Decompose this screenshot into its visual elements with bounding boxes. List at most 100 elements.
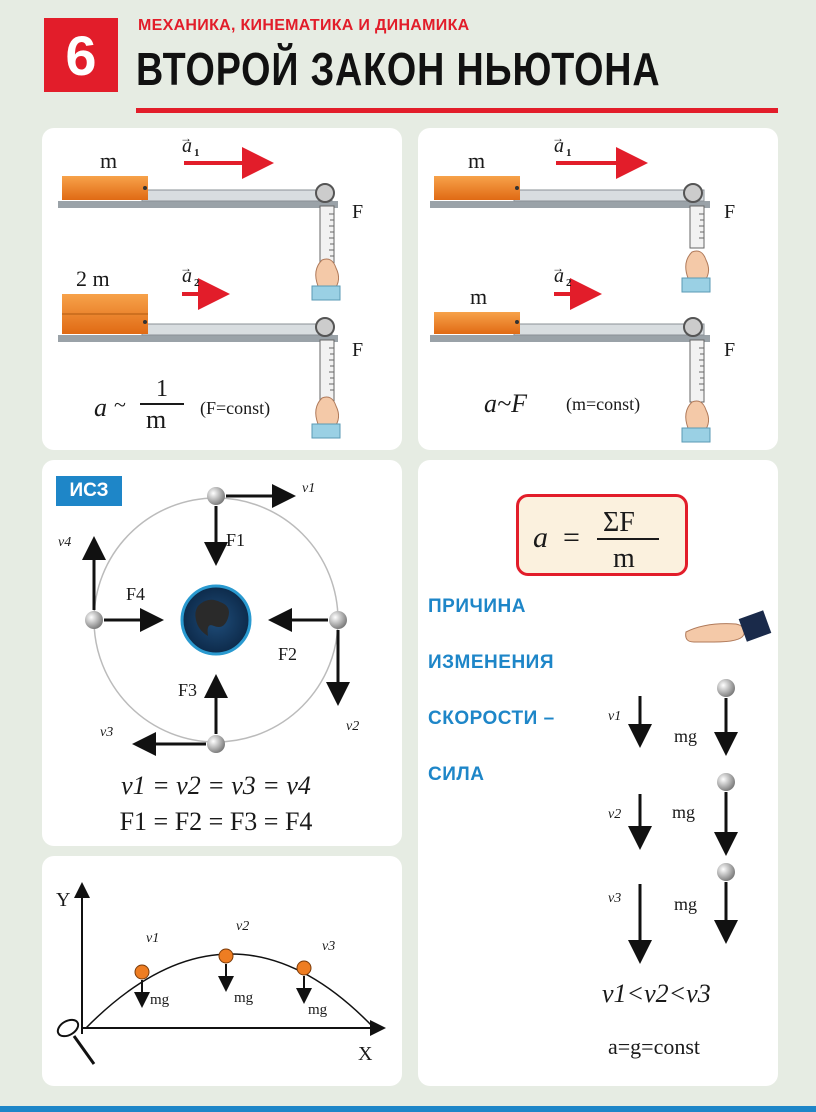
page-title: ВТОРОЙ ЗАКОН НЬЮТОНА bbox=[136, 43, 661, 95]
cause-line-4: СИЛА bbox=[428, 764, 485, 785]
cause-line-2: ИЗМЕНЕНИЯ bbox=[428, 652, 554, 673]
dynamometer-icon bbox=[689, 205, 705, 249]
accel-label-1: a bbox=[554, 135, 564, 157]
svg-text:→: → bbox=[552, 131, 564, 145]
ball-position-2 bbox=[218, 948, 234, 964]
mass-block bbox=[62, 176, 148, 200]
pulley-icon bbox=[683, 183, 703, 203]
panel-satellite: ИСЗ v1 v2 v3 v4 bbox=[42, 460, 402, 846]
accel-sub-2: 2 bbox=[194, 277, 200, 289]
cause-line-3: СКОРОСТИ – bbox=[428, 708, 555, 729]
mg-label-3: mg bbox=[674, 894, 697, 914]
pulley-icon bbox=[315, 317, 335, 337]
mg-label-3: mg bbox=[308, 1002, 328, 1018]
force-label-1: F1 bbox=[226, 530, 245, 550]
law-formula-box: a = ΣF m bbox=[516, 494, 688, 576]
satellite-bottom bbox=[207, 735, 225, 753]
panel-second-law: a = ΣF m ПРИЧИНА ИЗМЕНЕНИЯ СКОРОСТИ – СИ… bbox=[418, 460, 778, 1086]
formula-sum-force: ΣF bbox=[603, 507, 635, 538]
formula-numerator: 1 bbox=[156, 376, 168, 402]
pulley-icon bbox=[315, 183, 335, 203]
mass-block bbox=[434, 176, 520, 200]
formula-note: (m=const) bbox=[566, 394, 640, 415]
satellite-left bbox=[85, 611, 103, 629]
bottom-cart-setup: 2 m a 2 → F bbox=[58, 261, 363, 439]
velocity-label-4: v4 bbox=[58, 535, 71, 550]
pulley-icon bbox=[683, 317, 703, 337]
formula-accel: a bbox=[533, 521, 548, 554]
force-label-2: F2 bbox=[278, 644, 297, 664]
ball-position-3 bbox=[296, 960, 312, 976]
mg-label-2: mg bbox=[234, 990, 254, 1006]
acceleration-equals-g: a=g=const bbox=[608, 1034, 700, 1059]
satellite-top bbox=[207, 487, 225, 505]
accel-sub-2: 2 bbox=[566, 277, 572, 289]
velocity-label-1: v1 bbox=[302, 481, 315, 496]
ball-position-1 bbox=[134, 964, 150, 980]
top-cart-setup: m a 1 → F bbox=[430, 131, 735, 293]
force-label-top: F bbox=[352, 201, 363, 223]
top-cart-setup: m a 1 → F bbox=[58, 131, 363, 301]
mg-label-2: mg bbox=[672, 802, 695, 822]
accel-sub-1: 1 bbox=[194, 147, 200, 159]
mass-block bbox=[434, 312, 520, 334]
force-label-top: F bbox=[724, 201, 735, 223]
svg-text:→: → bbox=[180, 261, 192, 275]
force-label-bottom: F bbox=[352, 339, 363, 361]
dynamometer-icon bbox=[319, 339, 335, 403]
racket-icon bbox=[56, 1018, 96, 1065]
formula-mass: m bbox=[613, 543, 635, 573]
formula-equals: = bbox=[563, 521, 580, 554]
satellite-right bbox=[329, 611, 347, 629]
formula-a: a bbox=[94, 393, 107, 422]
hand-icon bbox=[315, 258, 340, 291]
svg-text:→: → bbox=[552, 261, 564, 275]
force-label-3: F3 bbox=[178, 680, 197, 700]
falling-ball-3 bbox=[717, 863, 735, 881]
force-equality: F1 = F2 = F3 = F4 bbox=[120, 807, 313, 836]
force-label-4: F4 bbox=[126, 584, 145, 604]
accel-label-2: a bbox=[554, 265, 564, 287]
accel-sub-1: 1 bbox=[566, 147, 572, 159]
accel-label-1: a bbox=[182, 135, 192, 157]
dynamometer-icon bbox=[689, 339, 705, 403]
mass-label-2m: 2 m bbox=[76, 266, 110, 291]
velocity-label-2: v2 bbox=[608, 807, 621, 822]
mass-label-m: m bbox=[468, 148, 485, 173]
velocity-label-3: v3 bbox=[322, 939, 335, 954]
mg-label-1: mg bbox=[674, 726, 697, 746]
velocity-label-1: v1 bbox=[146, 931, 159, 946]
mg-label-1: mg bbox=[150, 992, 170, 1008]
title-underline bbox=[136, 108, 778, 113]
formula-denominator: m bbox=[146, 405, 166, 434]
mass-label-m: m bbox=[100, 148, 117, 173]
bottom-cart-setup: m a 2 → F bbox=[430, 261, 735, 443]
force-label-bottom: F bbox=[724, 339, 735, 361]
falling-ball-2 bbox=[717, 773, 735, 791]
accel-label-2: a bbox=[182, 265, 192, 287]
formula-force: a~F bbox=[484, 389, 528, 418]
earth-icon bbox=[180, 584, 252, 656]
falling-ball-1 bbox=[717, 679, 735, 697]
formula-inverse-mass: a ~ 1 m (F=const) bbox=[94, 376, 270, 434]
x-axis-label: X bbox=[358, 1043, 373, 1065]
panel-mass-dependence: m a 1 → F 2 m a 2 → F a ~ bbox=[42, 128, 402, 450]
trajectory-curve bbox=[85, 953, 375, 1029]
formula-note: (F=const) bbox=[200, 398, 270, 419]
velocity-label-1: v1 bbox=[608, 709, 621, 724]
velocity-inequality: v1<v2<v3 bbox=[602, 979, 711, 1008]
y-axis-label: Y bbox=[56, 889, 70, 911]
velocity-equality: v1 = v2 = v3 = v4 bbox=[121, 771, 311, 800]
velocity-label-2: v2 bbox=[236, 919, 249, 934]
velocity-label-3: v3 bbox=[100, 725, 113, 740]
bottom-accent-bar bbox=[0, 1106, 816, 1112]
velocity-label-2: v2 bbox=[346, 719, 359, 734]
panel-force-dependence: m a 1 → F m a 2 → F a~F (m=const) bbox=[418, 128, 778, 450]
section-number-badge: 6 bbox=[44, 18, 118, 92]
panel-trajectory: Y X v1 v2 v3 mg mg mg bbox=[42, 856, 402, 1086]
formula-tilde: ~ bbox=[114, 392, 126, 417]
hand-icon bbox=[685, 250, 710, 283]
svg-text:→: → bbox=[180, 131, 192, 145]
satellite-badge: ИСЗ bbox=[56, 476, 122, 506]
section-subtitle: МЕХАНИКА, КИНЕМАТИКА И ДИНАМИКА bbox=[138, 17, 470, 34]
